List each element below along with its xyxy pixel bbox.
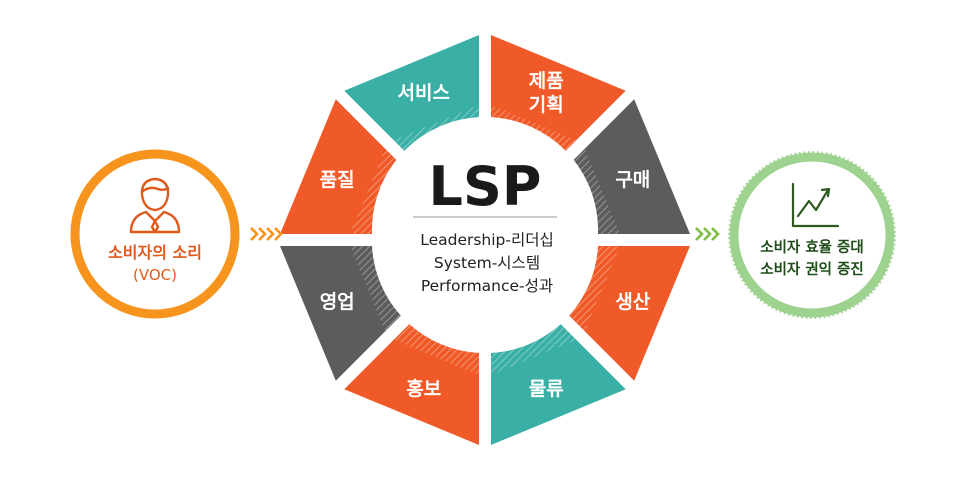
segment-label-1-0: 구매 [615,169,650,191]
segment-label-0-0: 제품 [529,70,564,92]
center-line-performance: Performance-성과 [421,277,553,295]
segment-label-0-1: 기획 [529,94,564,116]
segment-label-7-0: 서비스 [398,82,450,104]
segment-hatch-5 [350,246,401,332]
voc-subtitle: (VOC) [133,266,177,284]
center-title: LSP [429,155,542,218]
center-line-leadership: Leadership-리더십 [420,231,554,249]
segment-label-2-0: 생산 [615,291,650,313]
segment-hatch-6 [350,148,401,234]
segment-hatch-2 [569,246,620,332]
person-icon [129,177,181,234]
voc-node: 소비자의 소리 (VOC) [70,149,240,319]
outcome-ring [729,152,895,318]
center-hub: LSP Leadership-리더십 System-시스템 Performanc… [372,117,598,343]
segment-hatch-4 [393,324,479,375]
left-chevrons [250,227,283,241]
segment-hatch-1 [569,148,620,234]
right-chevrons [695,227,720,241]
outcome-line-2: 소비자 권익 증진 [760,260,863,278]
segment-label-4-0: 홍보 [406,377,441,400]
segment-label-6-0: 품질 [320,169,355,191]
outcome-line-1: 소비자 효율 증대 [760,239,863,256]
voc-ring [70,149,240,319]
center-line-system: System-시스템 [434,254,540,272]
outcome-node: 소비자 효율 증대 소비자 권익 증진 [728,151,896,319]
segment-hatch-3 [491,324,577,375]
voc-title: 소비자의 소리 [108,243,202,262]
line-chart-icon [791,182,840,228]
segment-label-5-0: 영업 [320,291,355,313]
segment-label-3-0: 물류 [529,378,564,400]
outcome-ring-dots [728,151,896,319]
